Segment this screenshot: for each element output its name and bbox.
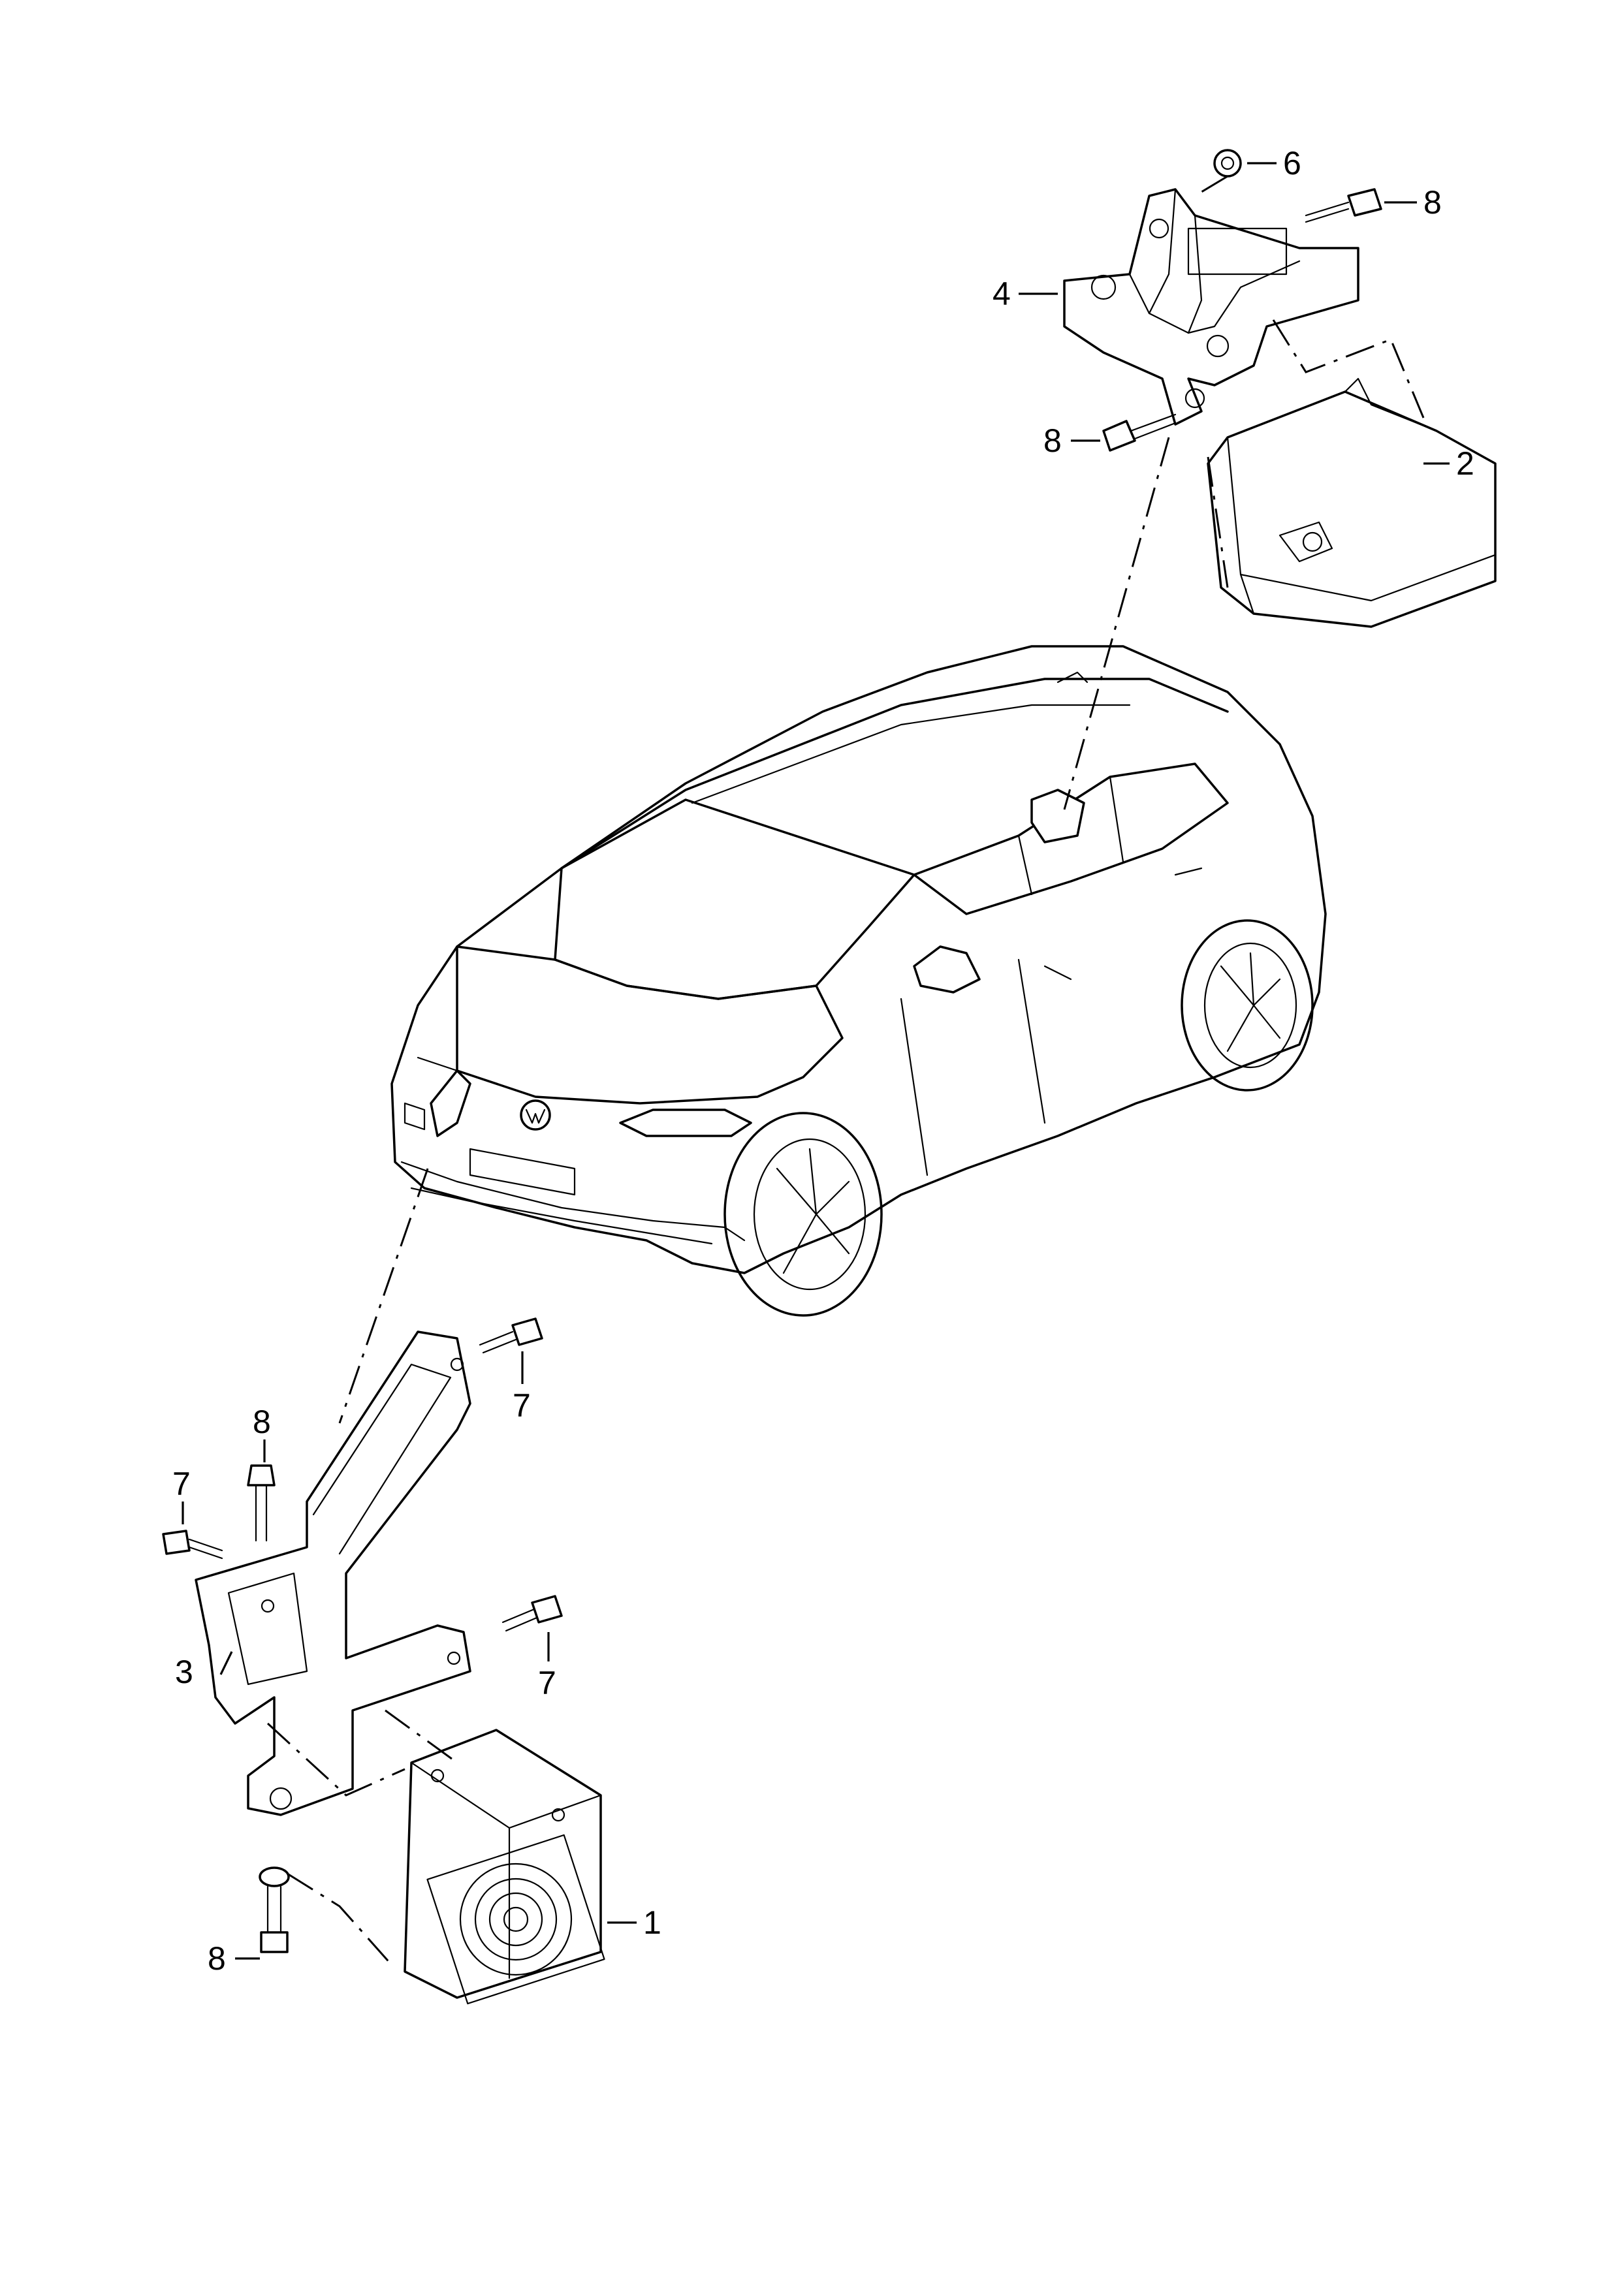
radar-sensor-1 bbox=[404, 1729, 605, 2005]
callout-8-middle: 8 bbox=[1043, 422, 1062, 459]
bolt-7-left bbox=[162, 1530, 223, 1560]
location-lines bbox=[266, 175, 1425, 1966]
callout-leaders bbox=[182, 162, 1450, 1960]
callout-7-top: 7 bbox=[513, 1387, 531, 1424]
callout-4: 4 bbox=[993, 275, 1011, 312]
callout-7-right: 7 bbox=[538, 1665, 556, 1701]
control-unit-2 bbox=[1207, 377, 1497, 628]
bolt-7-right bbox=[501, 1595, 563, 1632]
callout-2: 2 bbox=[1456, 445, 1474, 482]
bolt-8-left bbox=[247, 1464, 276, 1542]
fasteners bbox=[162, 149, 1382, 1953]
callout-numbers: 1 2 3 4 6 8 8 8 8 7 7 7 bbox=[172, 145, 1474, 1977]
callout-7-left: 7 bbox=[172, 1466, 191, 1502]
callout-3: 3 bbox=[175, 1654, 193, 1690]
vehicle-illustration bbox=[390, 645, 1327, 1317]
bracket-3 bbox=[195, 1330, 471, 1816]
bolt-8-bottom bbox=[259, 1866, 290, 1953]
bolt-8-middle bbox=[1102, 413, 1177, 452]
bracket-assembly-4 bbox=[1063, 188, 1359, 426]
callout-8-bottom: 8 bbox=[208, 1940, 226, 1977]
callout-6: 6 bbox=[1283, 145, 1301, 181]
callout-1: 1 bbox=[643, 1904, 661, 1941]
callout-8-top: 8 bbox=[1423, 184, 1442, 221]
callout-8-left: 8 bbox=[253, 1404, 271, 1440]
bolt-8-top-right bbox=[1305, 188, 1382, 223]
nut-6 bbox=[1213, 149, 1242, 178]
bolt-7-top bbox=[479, 1317, 543, 1354]
